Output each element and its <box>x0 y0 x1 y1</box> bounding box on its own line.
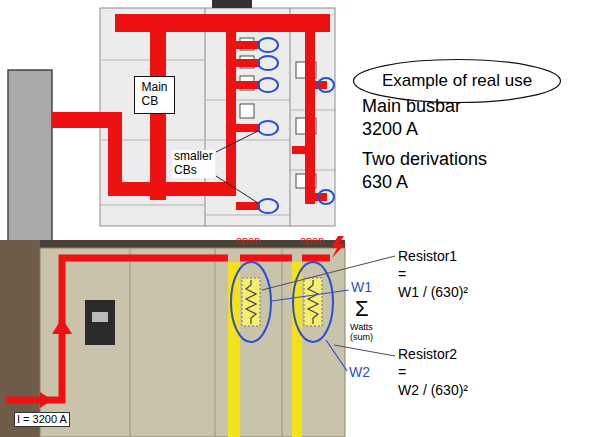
derivation-bar <box>228 262 240 437</box>
derivation <box>236 59 260 67</box>
breaker-handle <box>92 312 108 322</box>
highlight-circles <box>258 38 334 213</box>
leader-line <box>272 290 349 301</box>
current-rating: 630 A <box>362 172 408 193</box>
current-label: I = 3200 A <box>14 412 70 427</box>
current-rating: 3200 A <box>362 119 418 140</box>
transformer-box <box>8 70 52 256</box>
main-breaker <box>85 300 115 345</box>
vent-grille <box>212 0 252 8</box>
formula: W1 / (630)² <box>398 284 468 300</box>
switchboard-cabinet <box>40 248 345 437</box>
photo-background <box>0 240 345 437</box>
derivation <box>292 146 305 154</box>
derivation <box>236 81 260 89</box>
open-marker: open <box>236 234 260 247</box>
current-arrow <box>40 392 52 408</box>
highlight-circle <box>318 78 334 92</box>
watt-meter-label: W1 <box>351 279 372 295</box>
derivation <box>315 193 327 201</box>
node-text: Example of real use <box>382 71 532 91</box>
sum-symbol: Σ <box>355 296 369 321</box>
leader-line <box>326 340 347 371</box>
highlight-circle <box>258 199 278 213</box>
highlight-circle <box>258 56 278 70</box>
compartment-line <box>100 205 205 206</box>
leader-line <box>262 256 395 290</box>
current-arrow <box>52 318 72 334</box>
switchboard-panel <box>100 8 335 226</box>
heading-line: Main busbar <box>362 96 461 117</box>
sum-note: Watts (sum) <box>350 322 373 343</box>
formula: W2 / (630)² <box>398 382 468 398</box>
resistor-symbol <box>242 278 260 326</box>
heading-line: Two derivations <box>362 149 487 170</box>
busbar <box>305 32 315 204</box>
highlight-circle <box>258 121 278 135</box>
door-line <box>282 248 283 437</box>
resistor-name: Resistor1 <box>398 248 457 264</box>
resistor-zigzag <box>308 280 318 324</box>
callout-lines <box>262 256 395 371</box>
compartment-line <box>205 215 290 216</box>
highlight-ellipse <box>231 262 271 342</box>
highlight-circle <box>258 78 278 92</box>
node-text: Main CB <box>141 81 167 109</box>
resistor-zigzag <box>246 280 256 324</box>
leader-lines <box>216 131 258 203</box>
busbar <box>226 32 236 196</box>
panel-divider <box>290 8 291 226</box>
highlight-ellipses <box>231 262 333 342</box>
derivation <box>236 202 260 210</box>
cabinet-doors <box>130 248 282 437</box>
busbars <box>52 14 330 210</box>
compartment-line <box>205 100 290 101</box>
highlight-circle <box>318 190 334 204</box>
current-path <box>5 258 330 400</box>
resistor-name: Resistor2 <box>398 346 457 362</box>
busbar <box>108 182 236 196</box>
watt-meter-label: W2 <box>349 364 370 380</box>
main-busbar <box>115 14 330 32</box>
transformer <box>0 240 40 437</box>
formula-sign: = <box>398 266 406 282</box>
leader-line <box>216 176 258 203</box>
leader-line <box>334 345 395 356</box>
derivation <box>236 41 260 49</box>
open-marker: open <box>300 234 324 247</box>
breaker-symbol <box>240 104 254 118</box>
formula-sign: = <box>398 364 406 380</box>
resistor-symbol <box>304 278 322 326</box>
annotation: smaller CBs <box>172 150 215 178</box>
door-line <box>130 248 131 437</box>
compartment-lines <box>100 60 335 215</box>
lightning-bolt <box>331 236 345 258</box>
derivation <box>236 124 260 132</box>
compartment-line <box>205 140 290 141</box>
derivation <box>315 81 327 89</box>
highlight-circle <box>258 38 278 52</box>
breaker-box: Main CB <box>134 76 175 114</box>
door-line <box>215 248 216 437</box>
leader-line <box>216 131 258 152</box>
